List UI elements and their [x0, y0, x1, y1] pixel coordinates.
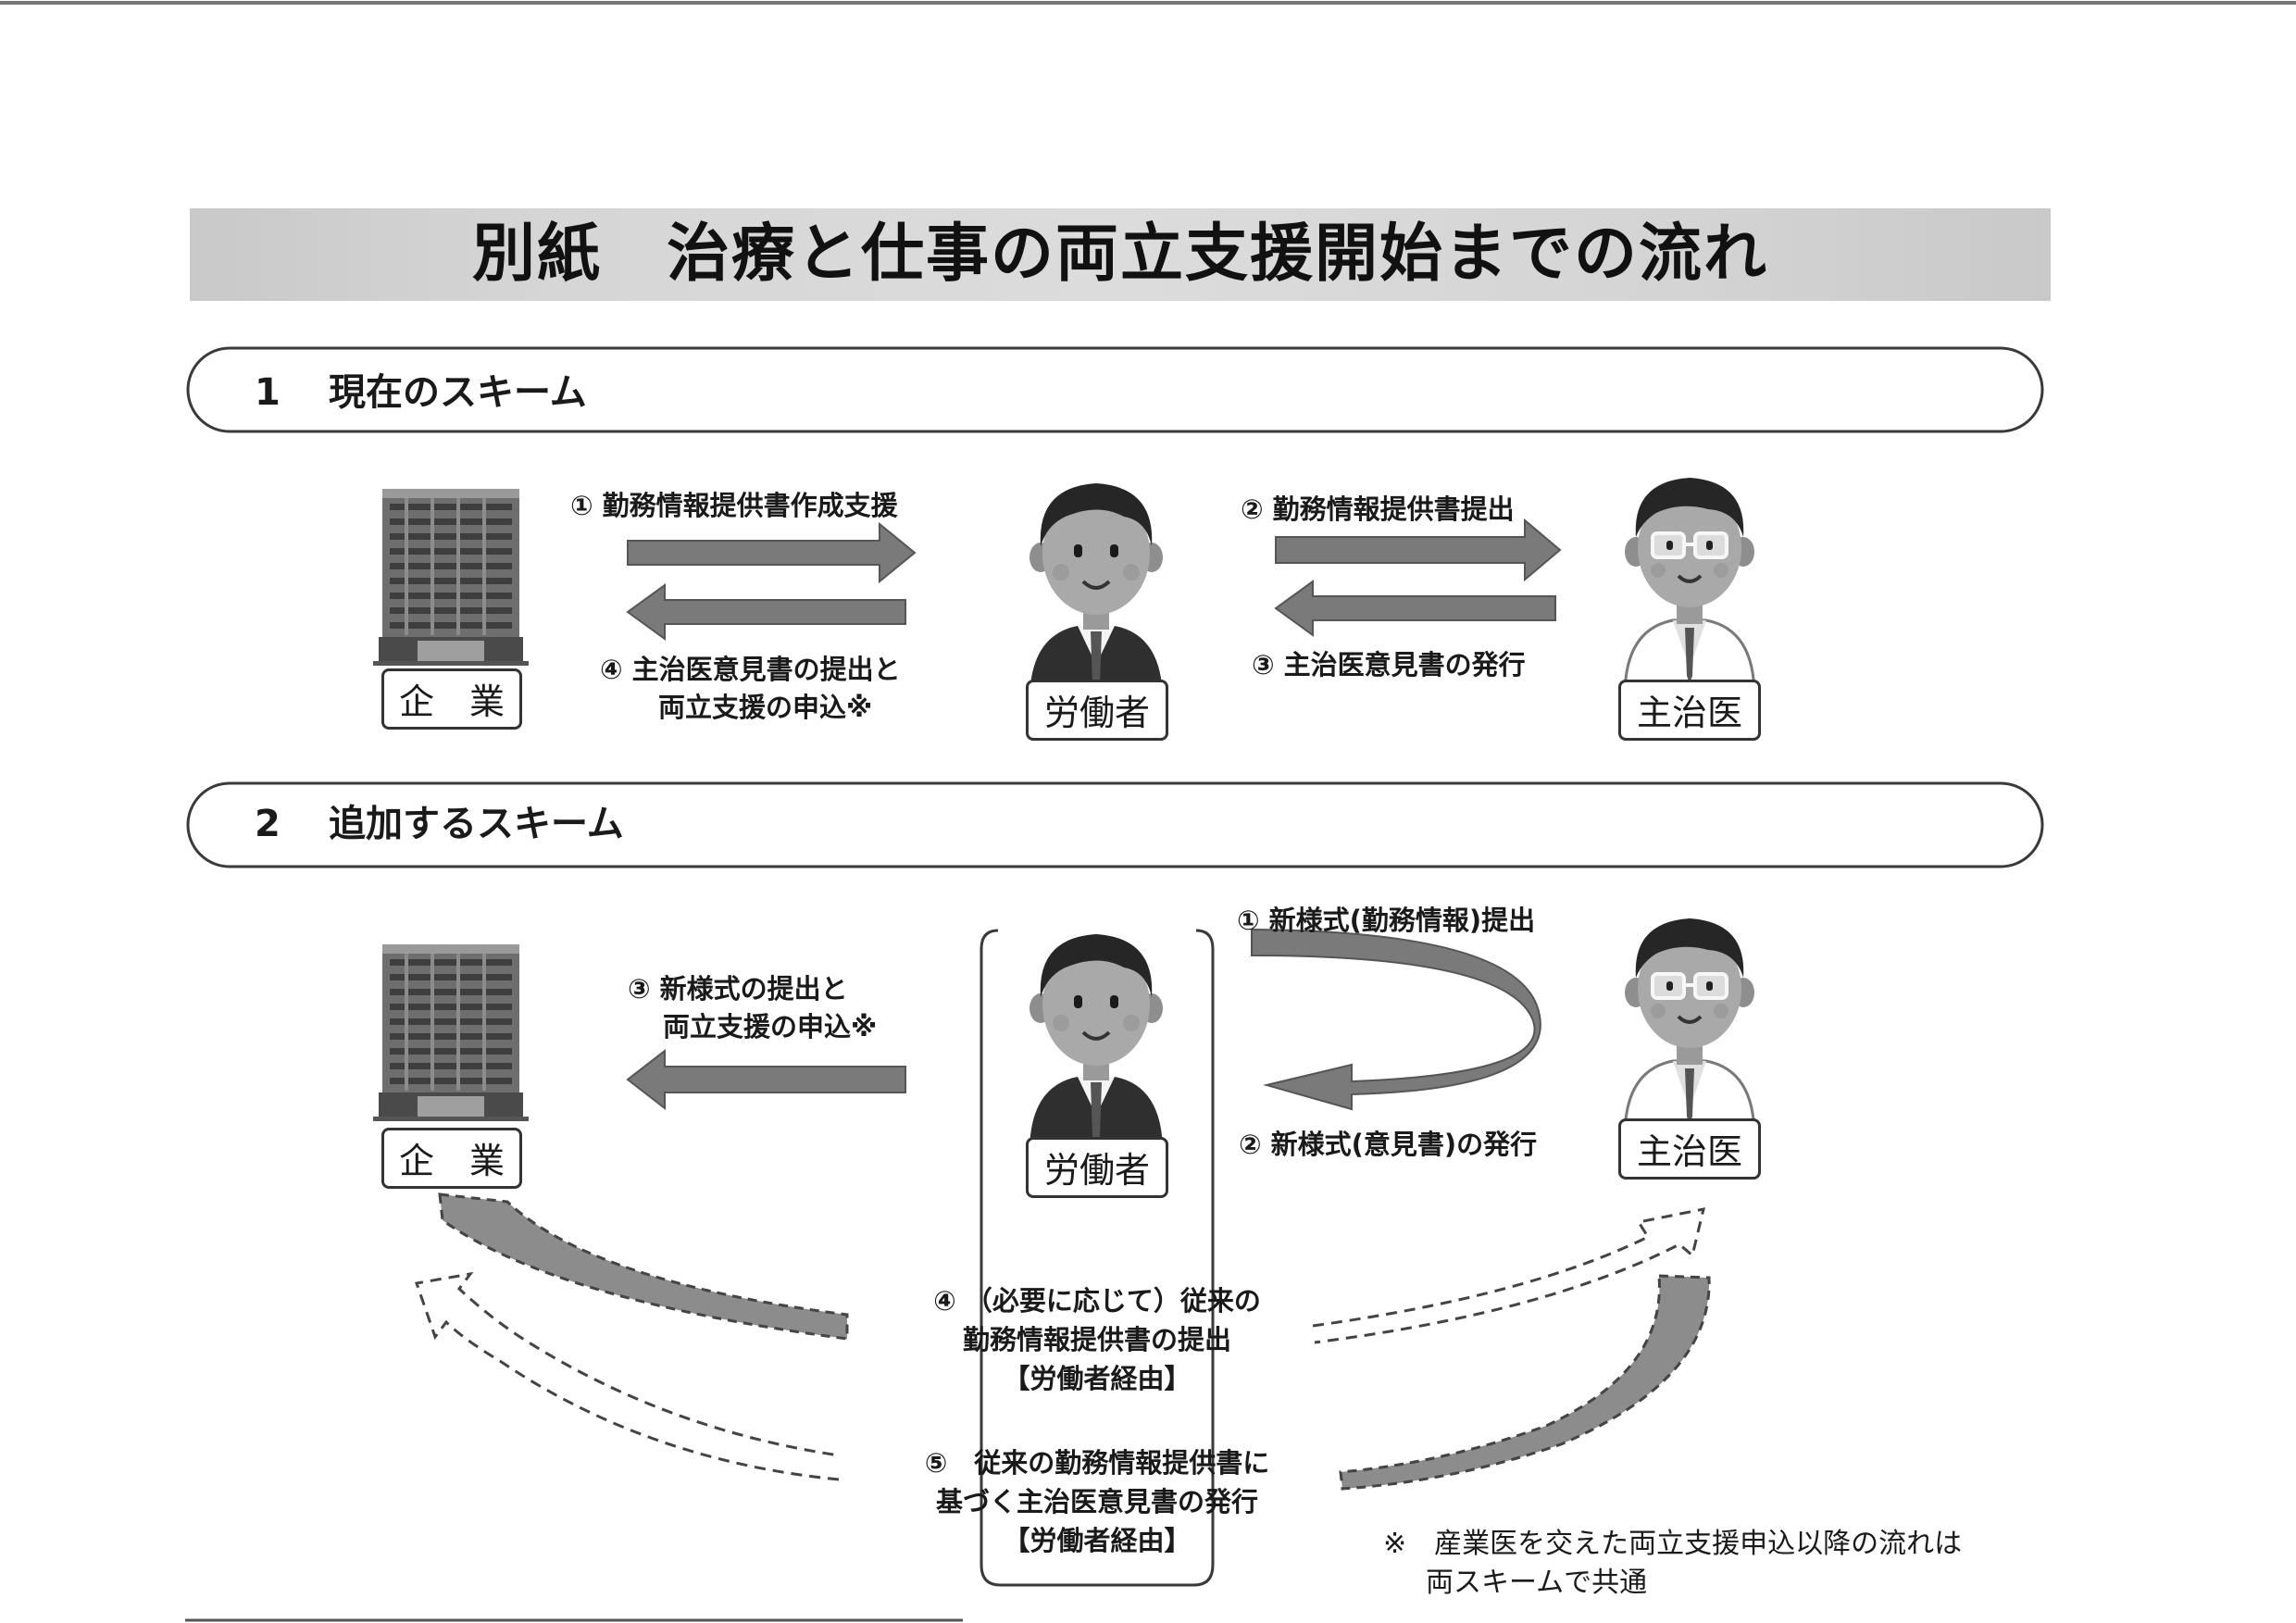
doctor-box-2: 主治医: [1618, 1118, 1761, 1180]
worker-box-2: 労働者: [1026, 1137, 1168, 1198]
scheme1-arrow-2: [1275, 518, 1562, 582]
scheme2-step4-label-3: 【労働者経由】: [1003, 1363, 1192, 1394]
scheme2-step4-label-1: ④ （必要に応じて）従来の: [933, 1285, 1261, 1317]
worker-person-icon-2: [1028, 932, 1165, 1155]
scheme2-step3-label-2: 両立支援の申込※: [663, 1011, 878, 1042]
flow-step4-from-doctor: [1312, 1207, 1706, 1344]
scheme1-step4-label-1: ④ 主治医意見書の提出と: [600, 654, 901, 685]
scheme1-arrow-4: [626, 583, 906, 641]
scheme2-step2-label: ② 新様式(意見書)の発行: [1239, 1129, 1538, 1160]
scheme2-step1-label: ① 新様式(勤務情報)提出: [1237, 905, 1536, 936]
scheme2-step5-label-1: ⑤ 従来の勤務情報提供書に: [924, 1447, 1270, 1479]
worker-bracket: [980, 929, 1215, 1587]
scheme1-arrow-3: [1274, 580, 1556, 637]
scheme2-step3-label-1: ③ 新様式の提出と: [628, 973, 848, 1005]
scheme2-curved-arrow: [1251, 928, 1541, 1111]
doctor-person-icon-2: [1623, 917, 1756, 1139]
title-band: [190, 208, 2051, 301]
doctor-box: 主治医: [1618, 680, 1761, 741]
scheme2-step4-label-2: 勤務情報提供書の提出: [962, 1324, 1231, 1355]
scheme1-step1-label: ① 勤務情報提供書作成支援: [570, 490, 898, 521]
scheme2-step5-label-3: 【労働者経由】: [1003, 1525, 1192, 1556]
company-building-icon-2: [373, 944, 529, 1121]
scheme2-step5-label-2: 基づく主治医意見書の発行: [935, 1486, 1258, 1517]
section-2-number: 2: [255, 803, 281, 845]
scheme1-arrow-1: [627, 521, 917, 584]
company-box: 企 業: [381, 668, 522, 730]
flow-step4-to-company: [438, 1192, 849, 1341]
section-1-frame: [186, 346, 2044, 433]
company-box-2: 企 業: [381, 1128, 522, 1189]
doctor-person-icon: [1623, 476, 1756, 698]
scheme2-arrow-3: [626, 1048, 906, 1111]
flow-step5-from-doctor: [1339, 1274, 1711, 1491]
page-title: 別紙 治療と仕事の両立支援開始までの流れ: [471, 218, 1768, 291]
scheme1-step2-label: ② 勤務情報提供書提出: [1241, 493, 1515, 525]
company-building-icon: [373, 489, 529, 666]
footnote-line-2: 両スキームで共通: [1426, 1567, 1648, 1599]
section-1-number: 1: [255, 371, 281, 414]
footnote-line-1: ※ 産業医を交えた両立支援申込以降の流れは: [1383, 1528, 1963, 1560]
section-2-frame: [186, 781, 2044, 868]
scheme1-step4-label-2: 両立支援の申込※: [658, 692, 873, 723]
scheme1-step3-label: ③ 主治医意見書の発行: [1252, 649, 1526, 680]
section-1-title: 現在のスキーム: [329, 371, 587, 414]
worker-person-icon: [1028, 481, 1165, 704]
worker-box: 労働者: [1026, 680, 1168, 741]
section-2-title: 追加するスキーム: [329, 803, 624, 845]
